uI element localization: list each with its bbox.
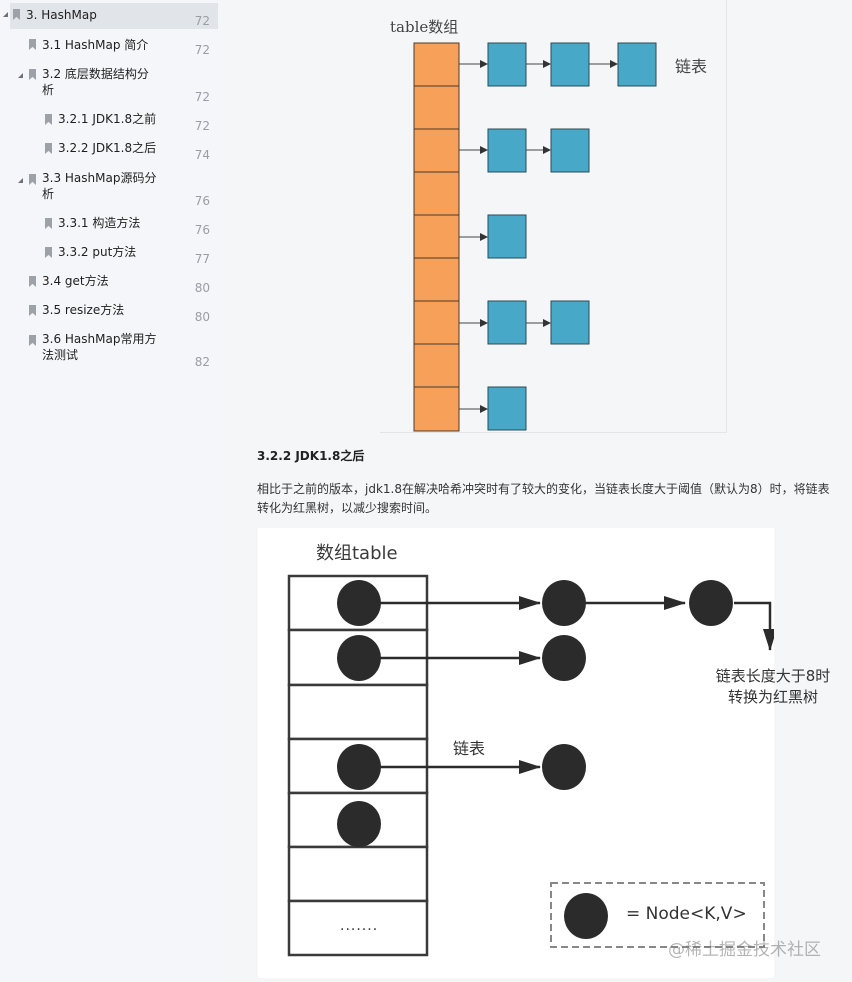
linked-list-label: 链表 bbox=[675, 57, 708, 76]
section-heading: 3.2.2 JDK1.8之后 bbox=[257, 449, 365, 463]
legend-text: = Node<K,V> bbox=[626, 904, 747, 924]
toc-page-number: 80 bbox=[194, 281, 210, 295]
toc-item-label: 3.2.1 JDK1.8之前 bbox=[58, 112, 157, 126]
bookmark-icon bbox=[29, 276, 36, 287]
toc-item-after-jdk18[interactable]: 3.2.2 JDK1.8之后 74 bbox=[10, 139, 218, 165]
toc-page-number: 80 bbox=[194, 310, 210, 324]
toc-item-label: 3.1 HashMap 简介 bbox=[42, 38, 149, 52]
collapse-triangle-icon[interactable] bbox=[18, 73, 23, 78]
toc-item-before-jdk18[interactable]: 3.2.1 JDK1.8之前 72 bbox=[10, 110, 218, 136]
bookmark-icon bbox=[29, 39, 36, 50]
toc-page-number: 72 bbox=[194, 14, 210, 28]
toc-item-label: 3.3.1 构造方法 bbox=[58, 216, 141, 230]
toc-item-data-structure[interactable]: 3.2 底层数据结构分 析 72 bbox=[10, 64, 218, 104]
bookmark-icon bbox=[45, 143, 52, 154]
bookmark-icon bbox=[29, 174, 36, 185]
hashmap-jdk18-diagram: 数组table 链表 链表长度大于8时 转换为红黑树 ....... = Nod… bbox=[258, 528, 830, 978]
watermark: @稀土掘金技术社区 bbox=[668, 940, 821, 960]
toc-item-hashmap[interactable]: 3. HashMap 72 bbox=[3, 3, 218, 29]
toc-item-label: 3.5 resize方法 bbox=[42, 303, 125, 317]
bookmark-icon bbox=[13, 9, 20, 20]
toc-page-number: 74 bbox=[194, 148, 210, 162]
bookmark-icon bbox=[29, 305, 36, 316]
toc-item-label: 3.3.2 put方法 bbox=[58, 245, 137, 259]
collapse-triangle-icon[interactable] bbox=[18, 178, 23, 183]
bookmark-icon bbox=[45, 114, 52, 125]
diagram-title: table数组 bbox=[390, 18, 459, 36]
toc-item-label: 3. HashMap bbox=[26, 8, 97, 22]
toc-page-number: 76 bbox=[194, 223, 210, 237]
toc-page-number: 72 bbox=[194, 90, 210, 104]
bookmark-icon bbox=[45, 218, 52, 229]
linked-list-label: 链表 bbox=[453, 739, 486, 758]
treeify-note-line2: 转换为红黑树 bbox=[727, 688, 818, 706]
treeify-note: 链表长度大于8时 转换为红黑树 bbox=[698, 666, 848, 708]
toc-page-number: 82 bbox=[194, 355, 210, 369]
array-node-graphic bbox=[287, 574, 774, 957]
toc-item-label: 3.6 HashMap常用方 法测试 bbox=[42, 332, 157, 362]
collapse-triangle-icon[interactable] bbox=[3, 12, 8, 17]
toc-page-number: 72 bbox=[194, 43, 210, 57]
toc-sidebar: 3. HashMap 72 3.1 HashMap 简介 72 3.2 底层数据… bbox=[0, 0, 220, 982]
toc-item-constructor[interactable]: 3.3.1 构造方法 76 bbox=[10, 214, 218, 240]
section-paragraph: 相比于之前的版本，jdk1.8在解决哈希冲突时有了较大的变化，当链表长度大于阈值… bbox=[257, 482, 830, 515]
array-linked-list-graphic bbox=[413, 42, 657, 432]
toc-item-source-analysis[interactable]: 3.3 HashMap源码分 析 76 bbox=[10, 169, 218, 209]
bookmark-icon bbox=[29, 69, 36, 80]
toc-item-label: 3.2 底层数据结构分 析 bbox=[42, 67, 149, 97]
toc-item-hashmap-intro[interactable]: 3.1 HashMap 简介 72 bbox=[10, 35, 218, 61]
toc-item-label: 3.4 get方法 bbox=[42, 274, 109, 288]
toc-item-resize-method[interactable]: 3.5 resize方法 80 bbox=[10, 301, 218, 327]
toc-page-number: 77 bbox=[194, 252, 210, 266]
treeify-note-line1: 链表长度大于8时 bbox=[715, 667, 831, 685]
toc-item-label: 3.3 HashMap源码分 析 bbox=[42, 171, 157, 201]
hashmap-jdk17-diagram: table数组 链表 bbox=[380, 0, 727, 433]
bookmark-icon bbox=[29, 335, 36, 346]
bookmark-icon bbox=[45, 247, 52, 258]
toc-item-put-method[interactable]: 3.3.2 put方法 77 bbox=[10, 243, 218, 269]
toc-page-number: 76 bbox=[194, 194, 210, 208]
toc-item-common-methods-test[interactable]: 3.6 HashMap常用方 法测试 82 bbox=[10, 330, 218, 370]
table-ellipsis: ....... bbox=[340, 918, 379, 934]
toc-item-label: 3.2.2 JDK1.8之后 bbox=[58, 141, 157, 155]
toc-page-number: 72 bbox=[194, 119, 210, 133]
diagram-title: 数组table bbox=[316, 543, 398, 564]
toc-item-get-method[interactable]: 3.4 get方法 80 bbox=[10, 272, 218, 298]
